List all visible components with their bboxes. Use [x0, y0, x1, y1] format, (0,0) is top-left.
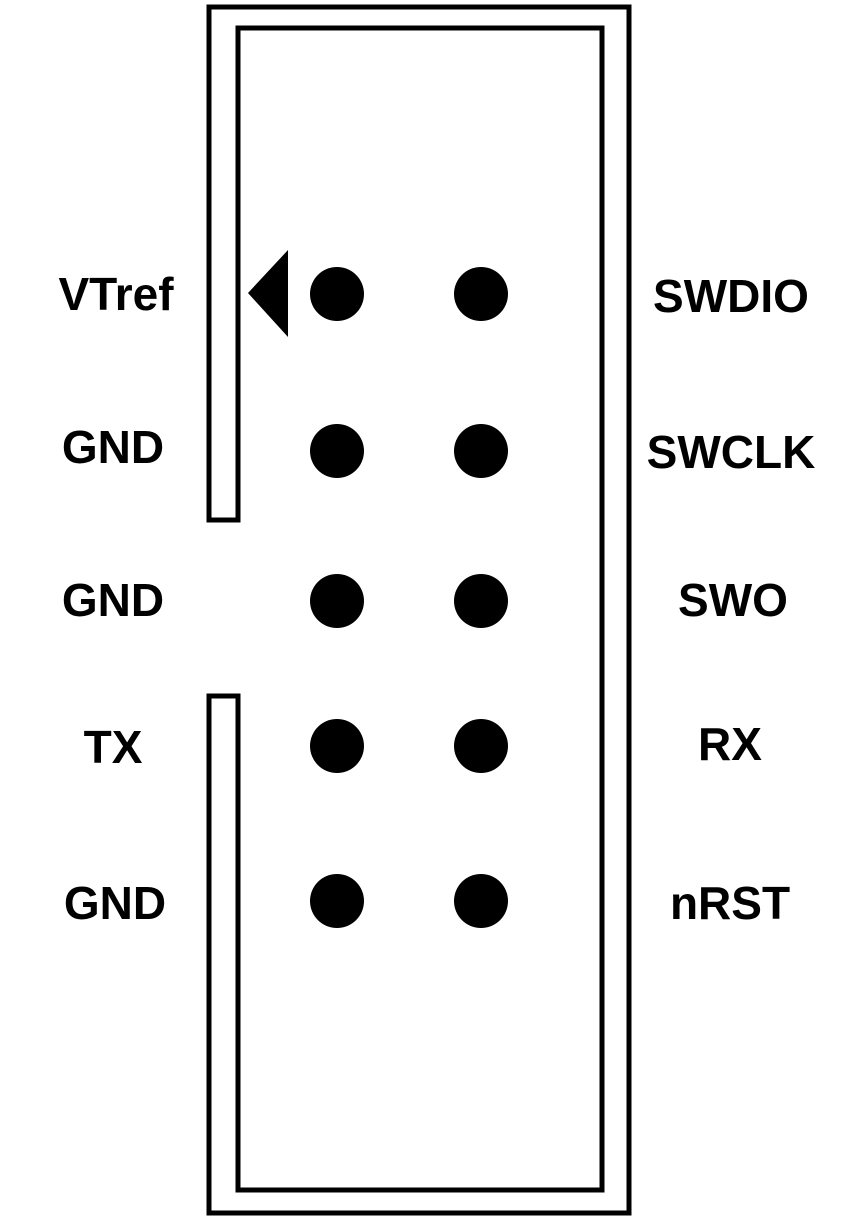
- pin-8: [454, 719, 508, 773]
- pin-2: [454, 267, 508, 321]
- pin-7: [310, 719, 364, 773]
- pin-3: [310, 424, 364, 478]
- pin-10: [454, 874, 508, 928]
- pin-label-nrst: nRST: [670, 877, 790, 929]
- pin-label-swdio: SWDIO: [653, 270, 809, 322]
- pin-4: [454, 424, 508, 478]
- pin-label-swo: SWO: [678, 574, 788, 626]
- pin-label-gnd-3: GND: [64, 877, 166, 929]
- pin1-triangle-marker-icon: [248, 250, 288, 337]
- connector-housing-outer: [206, 4, 632, 1216]
- pin-label-vtref: VTref: [58, 268, 174, 320]
- pin-label-gnd-2: GND: [62, 574, 164, 626]
- pin-label-tx: TX: [84, 721, 143, 773]
- left-pin-labels: VTref GND GND TX GND: [58, 268, 174, 929]
- pin-1: [310, 267, 364, 321]
- pin-grid: [310, 267, 508, 928]
- pin-6: [454, 574, 508, 628]
- pin-5: [310, 574, 364, 628]
- pin-label-gnd-1: GND: [62, 421, 164, 473]
- right-pin-labels: SWDIO SWCLK SWO RX nRST: [647, 270, 816, 929]
- pin-9: [310, 874, 364, 928]
- pin-label-rx: RX: [698, 718, 762, 770]
- pin-label-swclk: SWCLK: [647, 426, 816, 478]
